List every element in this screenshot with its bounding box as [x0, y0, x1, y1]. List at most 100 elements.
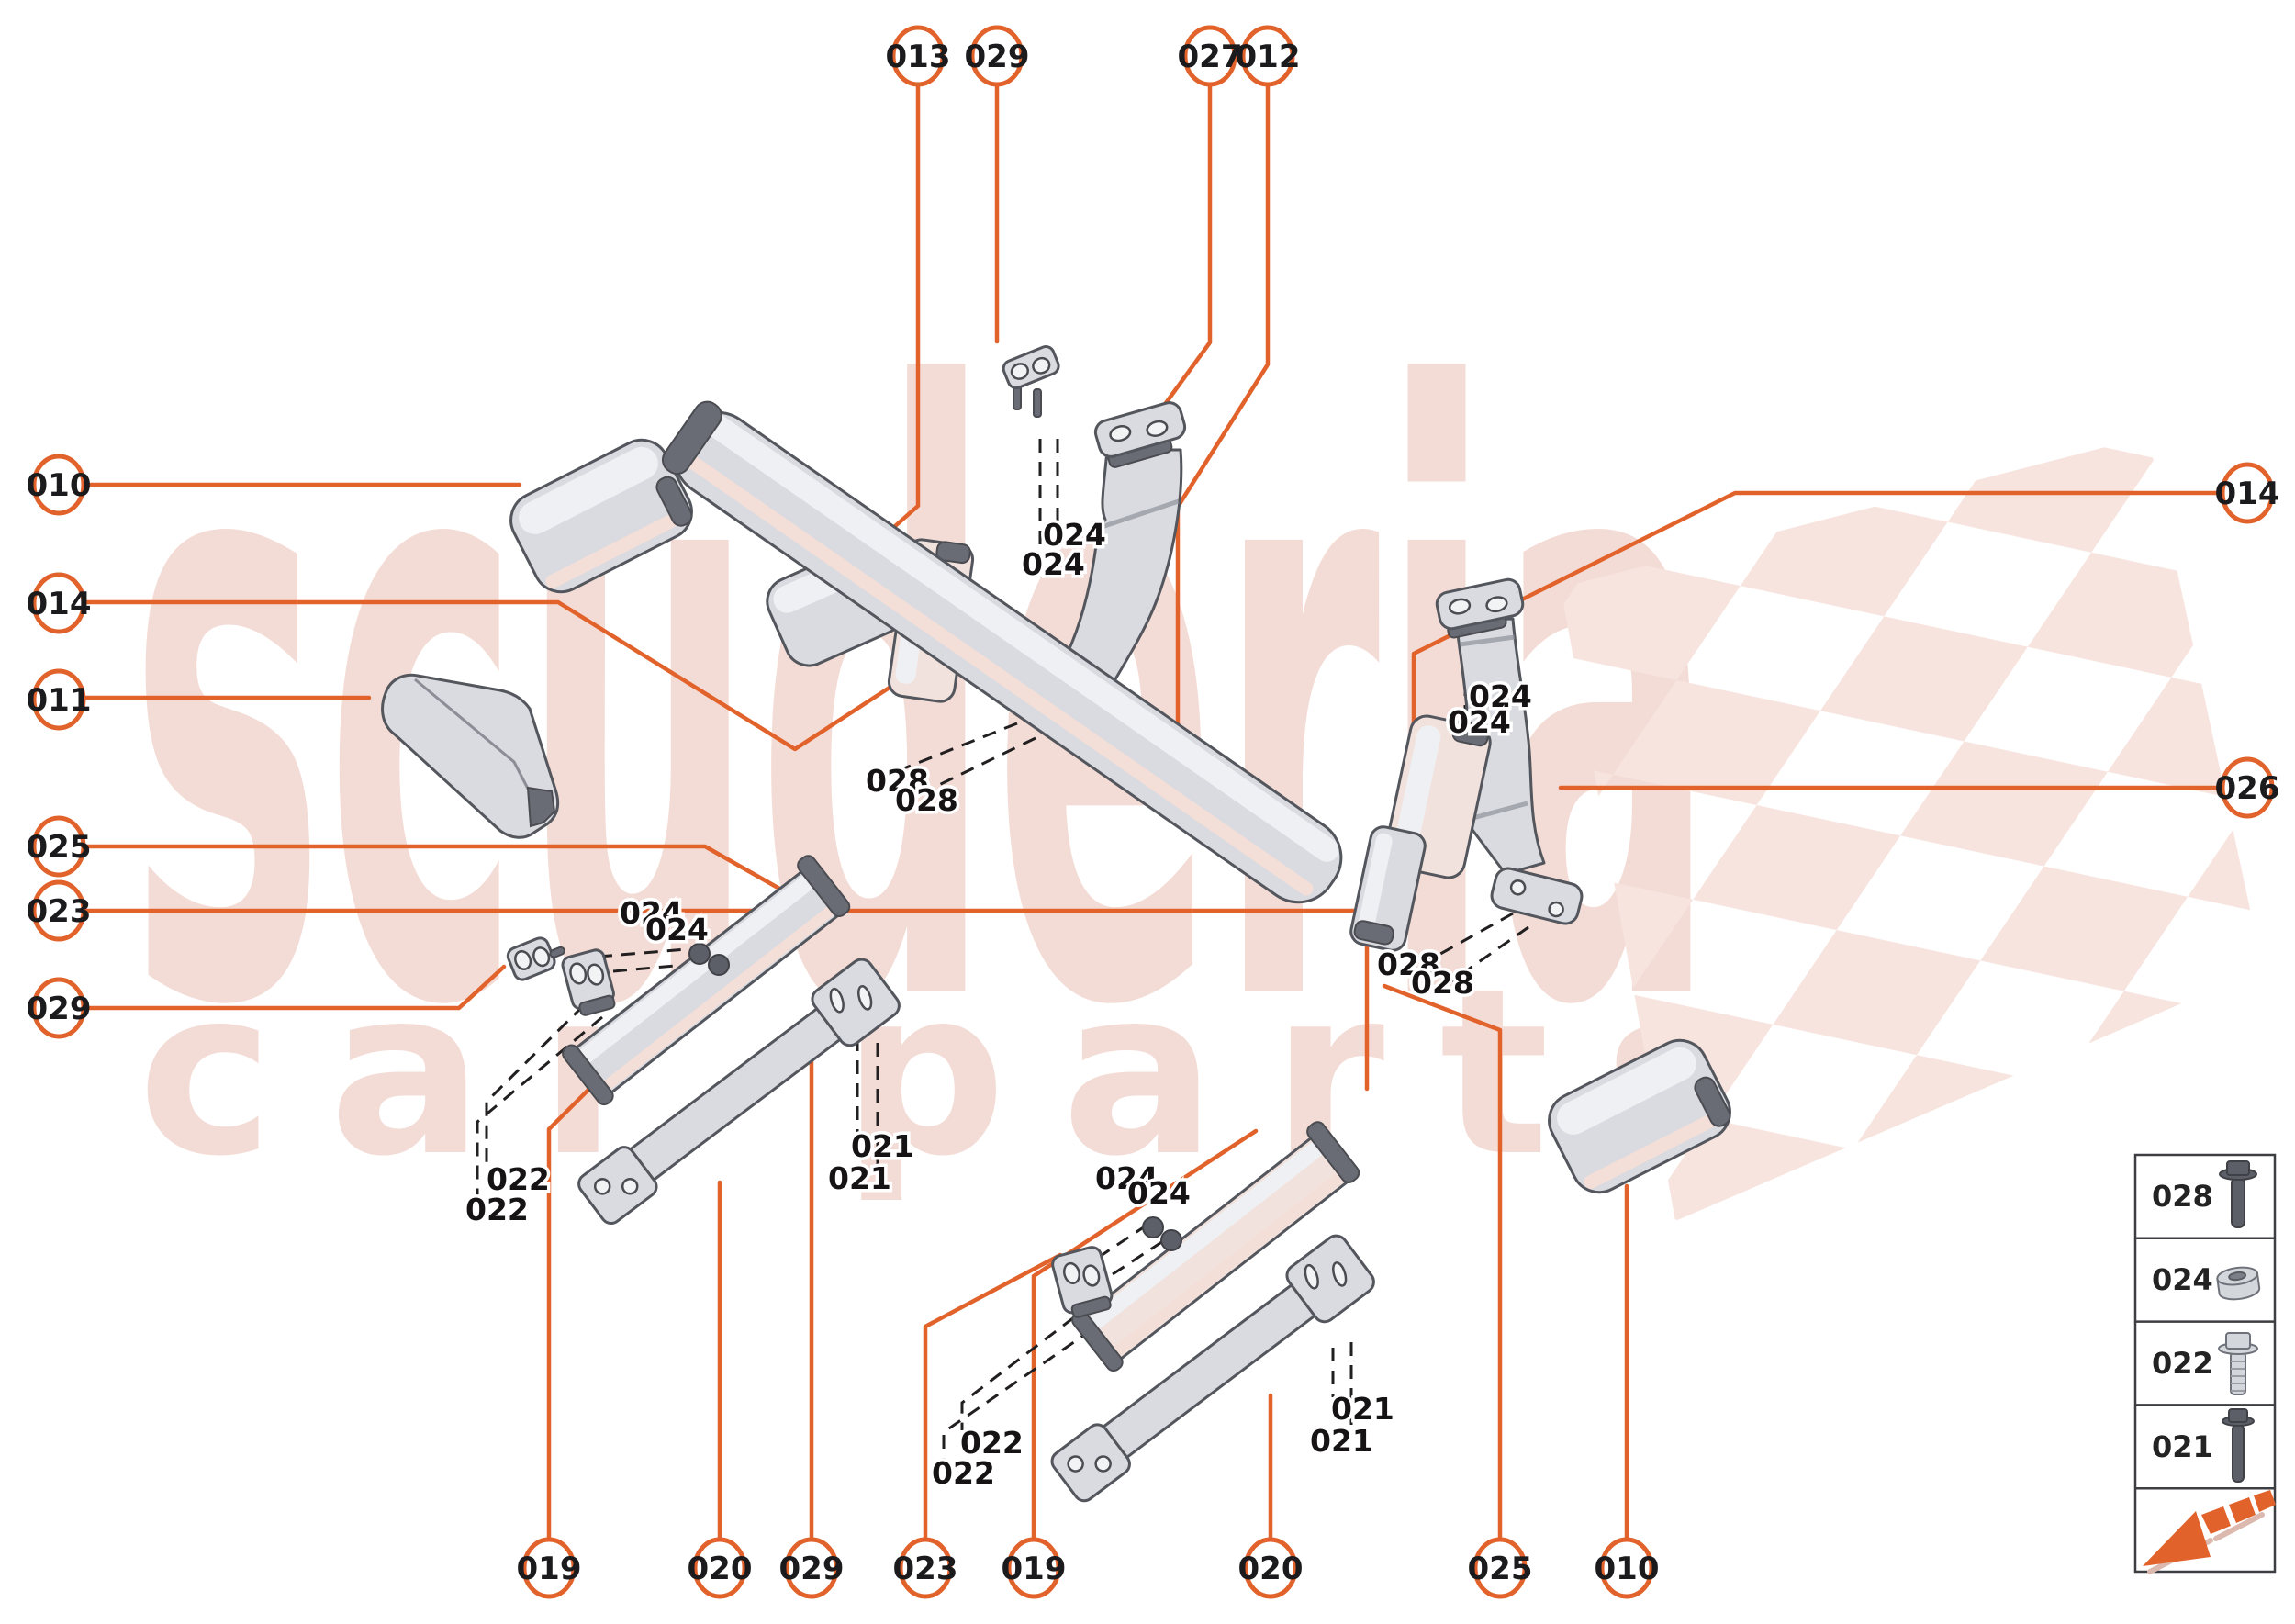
svg-text:029: 029 [27, 991, 92, 1027]
dash-028-r1 [1408, 912, 1514, 973]
leader-lines [82, 82, 2224, 1542]
part-label-024: 024 [1022, 546, 1085, 582]
part-strap-020-a [577, 958, 901, 1225]
svg-text:012: 012 [1236, 39, 1301, 75]
svg-text:014: 014 [2215, 476, 2280, 512]
svg-text:025: 025 [1468, 1551, 1533, 1587]
part-label-028: 028 [1411, 965, 1474, 1001]
part-strap-020-b [1050, 1234, 1375, 1503]
svg-text:023: 023 [27, 893, 92, 930]
part-number-labels: 0240240280280240240280280240240220220210… [463, 514, 1536, 1495]
leader-014-left [82, 599, 898, 752]
svg-text:029: 029 [779, 1551, 845, 1587]
svg-text:023: 023 [893, 1551, 958, 1587]
legend-code-022: 022 [2152, 1346, 2213, 1381]
parts [381, 345, 1731, 1503]
leader-029-left [82, 964, 507, 1011]
svg-text:027: 027 [1178, 39, 1243, 75]
leader-025-b [1382, 983, 1503, 1542]
part-label-022: 022 [932, 1455, 995, 1491]
part-clip-029-a [506, 936, 565, 981]
checkered-flag-watermark [1561, 436, 2263, 1221]
watermark: scuderia car parts [129, 225, 2263, 1221]
part-rail-025-b [1071, 1121, 1360, 1372]
dash-024-ga2 [612, 960, 717, 973]
part-nut-024-a1 [688, 943, 711, 965]
svg-text:025: 025 [27, 829, 92, 866]
callout-025: 025 [27, 815, 92, 878]
part-label-024: 024 [645, 912, 709, 947]
callout-011: 011 [27, 668, 92, 731]
svg-text:029: 029 [965, 39, 1030, 75]
svg-text:010: 010 [1595, 1551, 1660, 1587]
callout-014: 014 [27, 572, 91, 634]
part-label-021: 021 [851, 1128, 914, 1164]
callout-020: 020 [688, 1537, 752, 1599]
dash-028-a1 [882, 722, 1018, 778]
part-label-028: 028 [1377, 946, 1440, 982]
part-label-028: 028 [866, 763, 929, 799]
part-label-024: 024 [620, 895, 683, 931]
part-label-021: 021 [1310, 1423, 1373, 1459]
callout-029: 029 [965, 25, 1030, 87]
part-label-024: 024 [1448, 704, 1511, 740]
part-strap-026 [1435, 577, 1584, 925]
svg-text:019: 019 [1002, 1551, 1067, 1587]
callout-025: 025 [1468, 1537, 1533, 1599]
part-nut-024-a2 [708, 954, 730, 976]
dash-022-ga2 [476, 1015, 603, 1195]
part-label-024: 024 [1469, 678, 1532, 714]
callout-010: 010 [1595, 1537, 1660, 1599]
dash-024-ga1 [598, 947, 688, 958]
part-label-021: 021 [1331, 1391, 1394, 1427]
svg-text:019: 019 [517, 1551, 582, 1587]
callout-019: 019 [1002, 1537, 1067, 1599]
part-wedge-011 [381, 673, 560, 839]
legend-code-028: 028 [2152, 1179, 2213, 1214]
part-sill-slab-012 [661, 400, 1343, 904]
callout-029: 029 [27, 977, 92, 1039]
part-label-022: 022 [465, 1192, 529, 1227]
legend-code-021: 021 [2152, 1429, 2213, 1464]
part-pad-010-top [509, 438, 693, 594]
part-label-022: 022 [960, 1425, 1024, 1461]
watermark-word-2: car parts [138, 939, 1796, 1206]
part-nut-024-b2 [1160, 1229, 1182, 1251]
callout-020: 020 [1238, 1537, 1304, 1599]
part-nut-024-b1 [1142, 1216, 1164, 1238]
leader-014-right [1411, 490, 2224, 726]
leader-023-b2 [923, 1252, 1063, 1542]
part-label-021: 021 [828, 1160, 891, 1196]
callout-027: 027 [1178, 25, 1243, 87]
part-pad-small-right [1349, 825, 1427, 952]
part-label-028: 028 [895, 782, 958, 818]
svg-text:020: 020 [1238, 1551, 1304, 1587]
callout-029: 029 [779, 1537, 845, 1599]
part-label-024: 024 [1127, 1175, 1191, 1211]
part-rail-025-a [562, 855, 851, 1106]
callout-023: 023 [27, 879, 92, 942]
legend-code-024: 024 [2152, 1262, 2213, 1297]
callout-026: 026 [2215, 756, 2280, 819]
callout-014: 014 [2215, 462, 2280, 524]
legend-table: 028 024 022 021 [2133, 1153, 2276, 1572]
part-clip-029-top [1002, 345, 1060, 418]
svg-text:026: 026 [2215, 770, 2280, 807]
part-pad-010-bottom [1548, 1038, 1731, 1194]
leader-019-b2 [1031, 1128, 1259, 1542]
dash-028-r2 [1436, 925, 1529, 993]
callout-019: 019 [517, 1537, 582, 1599]
part-label-024: 024 [1043, 517, 1106, 553]
part-label-024: 024 [1095, 1160, 1159, 1196]
part-label-022: 022 [487, 1161, 550, 1197]
callout-023: 023 [893, 1537, 958, 1599]
dash-022-gb1 [960, 1316, 1075, 1430]
callout-010: 010 [27, 454, 91, 516]
svg-text:011: 011 [27, 682, 92, 719]
callout-013: 013 [886, 25, 950, 87]
callout-012: 012 [1236, 25, 1301, 87]
leader-012 [1175, 82, 1271, 748]
part-clip-023-b [1051, 1246, 1114, 1318]
